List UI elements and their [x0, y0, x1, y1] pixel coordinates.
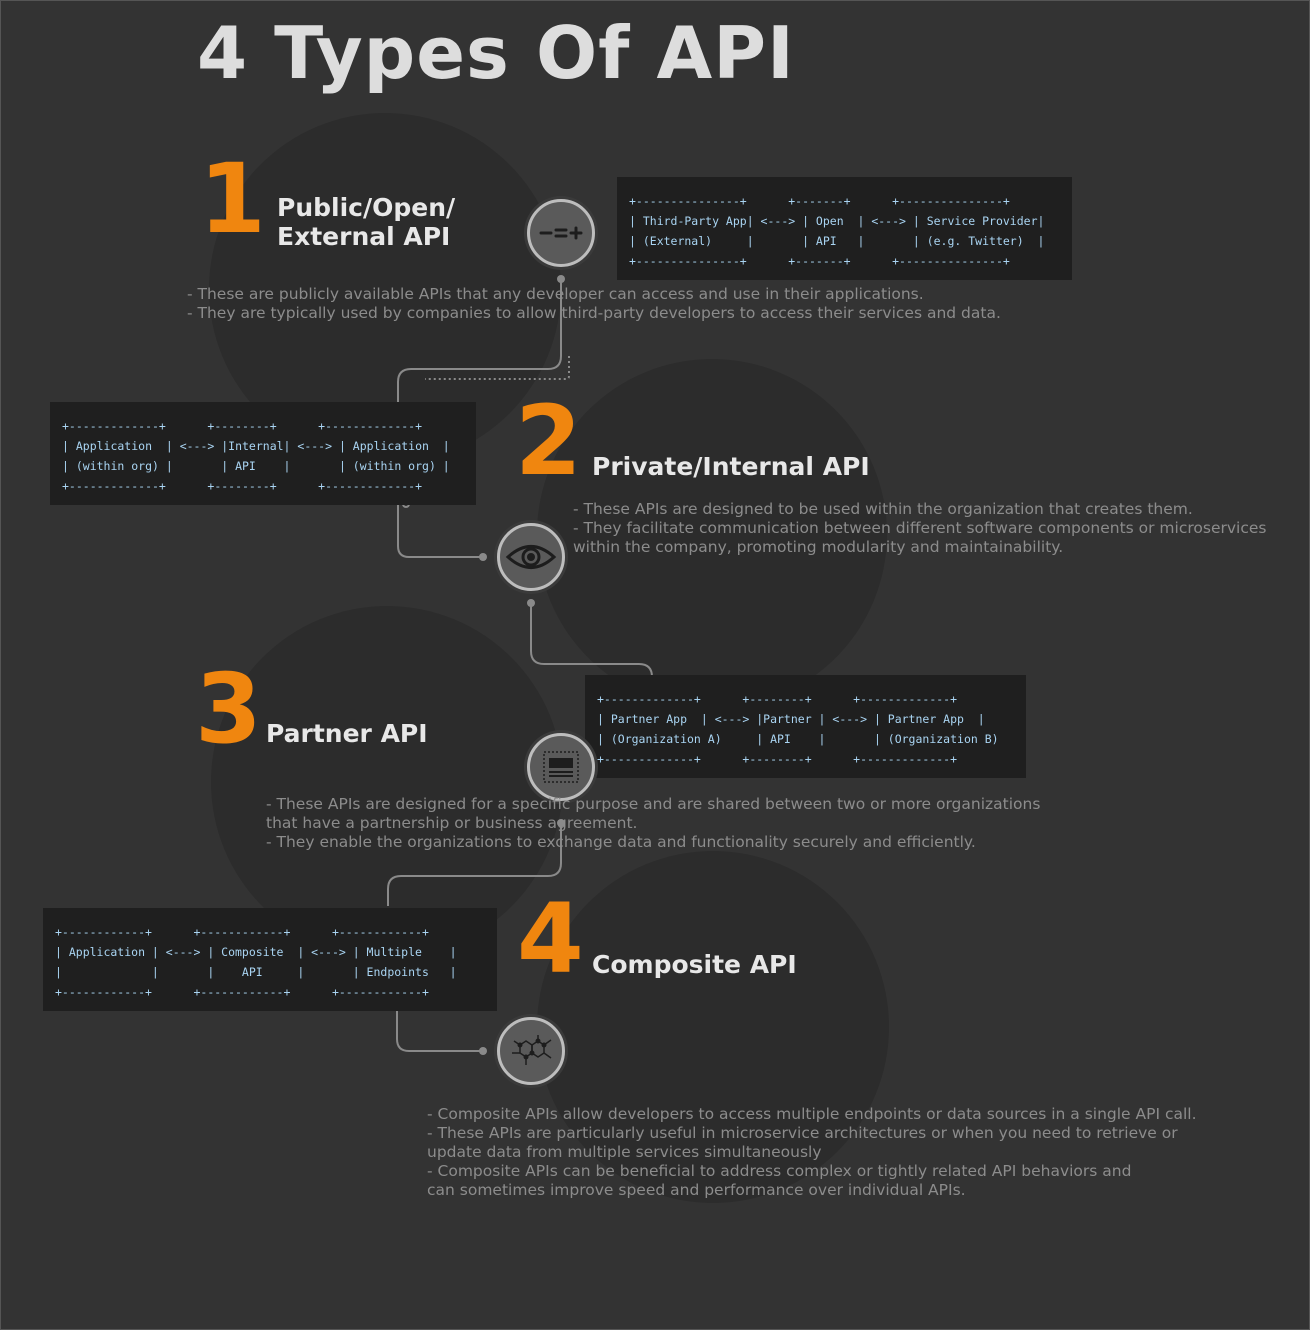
- heading-line: Composite API: [592, 950, 797, 979]
- heading-line: External API: [277, 222, 451, 251]
- heading-line: Private/Internal API: [592, 452, 870, 481]
- description-line: that have a partnership or business agre…: [266, 814, 638, 832]
- diagram-line: +------------+ +------------+ +---------…: [55, 925, 429, 939]
- diagram-line: +-------------+ +--------+ +------------…: [597, 692, 958, 706]
- section-description: - These APIs are designed for a specific…: [266, 795, 1040, 852]
- plus-minus-equals-icon: [527, 199, 595, 267]
- section-number: 3: [195, 653, 262, 765]
- description-line: - They are typically used by companies t…: [187, 304, 1001, 322]
- description-line: update data from multiple services simul…: [427, 1143, 822, 1161]
- page-title: 4 Types Of API: [197, 11, 795, 95]
- eye-icon: [497, 523, 565, 591]
- description-line: - They enable the organizations to excha…: [266, 833, 976, 851]
- section-number: 2: [515, 385, 582, 497]
- bg-circle-4: [537, 851, 889, 1203]
- diagram-line: | Partner App | <---> |Partner | <---> |…: [597, 712, 985, 726]
- api-flow-diagram: +------------+ +------------+ +---------…: [43, 908, 497, 1011]
- diagram-line: | (within org) | | API | | (within org) …: [62, 459, 450, 473]
- molecule-icon: [497, 1017, 565, 1085]
- heading-line: Partner API: [266, 719, 428, 748]
- description-line: - These APIs are particularly useful in …: [427, 1124, 1178, 1142]
- diagram-line: | | | API | | Endpoints |: [55, 965, 457, 979]
- diagram-line: +-------------+ +--------+ +------------…: [597, 752, 958, 766]
- diagram-line: +------------+ +------------+ +---------…: [55, 985, 429, 999]
- api-flow-diagram: +---------------+ +-------+ +-----------…: [617, 177, 1072, 280]
- diagram-line: +---------------+ +-------+ +-----------…: [629, 254, 1010, 268]
- diagram-line: | Application | <---> |Internal| <---> |…: [62, 439, 450, 453]
- description-line: - Composite APIs allow developers to acc…: [427, 1105, 1197, 1123]
- window-icon: [527, 733, 595, 801]
- diagram-line: | (External) | | API | | (e.g. Twitter) …: [629, 234, 1045, 248]
- diagram-line: +-------------+ +--------+ +------------…: [62, 419, 423, 433]
- heading-line: Public/Open/: [277, 193, 456, 222]
- diagram-line: | Application | <---> | Composite | <---…: [55, 945, 457, 959]
- description-line: within the company, promoting modularity…: [573, 538, 1064, 556]
- bg-circle-2: [537, 359, 887, 709]
- section-description: - These APIs are designed to be used wit…: [573, 500, 1266, 557]
- section-number: 4: [517, 883, 584, 995]
- description-line: - They facilitate communication between …: [573, 519, 1267, 537]
- section-heading: Public/Open/ External API: [277, 193, 455, 251]
- diagram-line: | Third-Party App| <---> | Open | <---> …: [629, 214, 1045, 228]
- description-line: - These are publicly available APIs that…: [187, 285, 924, 303]
- section-heading: Partner API: [266, 719, 428, 748]
- description-line: can sometimes improve speed and performa…: [427, 1181, 966, 1199]
- section-heading: Composite API: [592, 950, 797, 979]
- api-flow-diagram: +-------------+ +--------+ +------------…: [50, 402, 476, 505]
- diagram-line: +---------------+ +-------+ +-----------…: [629, 194, 1010, 208]
- description-line: - Composite APIs can be beneficial to ad…: [427, 1162, 1132, 1180]
- section-heading: Private/Internal API: [592, 452, 870, 481]
- section-number: 1: [199, 143, 266, 255]
- description-line: - These APIs are designed to be used wit…: [573, 500, 1193, 518]
- diagram-line: +-------------+ +--------+ +------------…: [62, 479, 423, 493]
- section-description: - Composite APIs allow developers to acc…: [427, 1105, 1197, 1200]
- section-description: - These are publicly available APIs that…: [187, 285, 1001, 323]
- description-line: - These APIs are designed for a specific…: [266, 795, 1041, 813]
- diagram-line: | (Organization A) | API | | (Organizati…: [597, 732, 999, 746]
- api-flow-diagram: +-------------+ +--------+ +------------…: [585, 675, 1026, 778]
